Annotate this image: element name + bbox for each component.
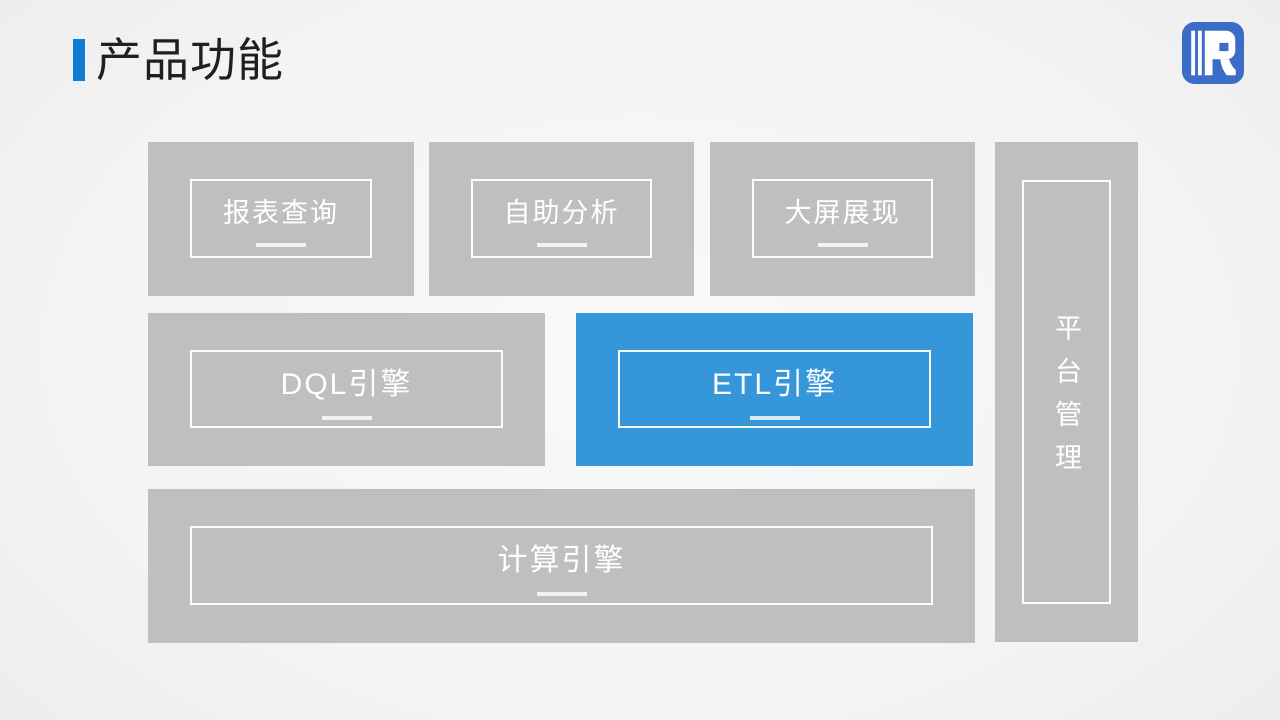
feature-box-frame: 自助分析 (471, 179, 652, 258)
feature-box-report-query: 报表查询 (148, 142, 414, 296)
feature-box-big-screen-display: 大屏展现 (710, 142, 975, 296)
feature-box-etl-engine-highlighted: ETL引擎 (576, 313, 973, 466)
feature-box-label: 平台管理 (1051, 314, 1081, 486)
label-underline (749, 415, 800, 420)
feature-box-frame: 平台管理 (1022, 180, 1111, 604)
feature-box-frame: 计算引擎 (190, 526, 933, 605)
label-underline (536, 242, 587, 247)
feature-box-frame: 报表查询 (190, 179, 372, 258)
feature-box-label: 大屏展现 (784, 197, 901, 228)
feature-box-label: 自助分析 (503, 197, 620, 228)
feature-box-frame: DQL引擎 (190, 350, 503, 428)
feature-box-compute-engine: 计算引擎 (148, 489, 975, 643)
feature-box-platform-management: 平台管理 (995, 142, 1138, 642)
feature-box-label: DQL引擎 (280, 367, 413, 401)
label-underline (321, 415, 372, 420)
label-underline (536, 592, 587, 596)
company-r-logo-icon (1182, 22, 1244, 84)
feature-box-label: 计算引擎 (497, 544, 626, 577)
feature-box-frame: ETL引擎 (618, 350, 931, 428)
label-underline (817, 242, 868, 247)
feature-box-self-service-analysis: 自助分析 (429, 142, 694, 296)
slide-header: 产品功能 (73, 34, 284, 86)
label-underline (256, 242, 306, 247)
feature-box-frame: 大屏展现 (752, 179, 933, 258)
feature-box-dql-engine: DQL引擎 (148, 313, 545, 466)
slide-title: 产品功能 (96, 34, 284, 86)
feature-box-label: 报表查询 (223, 197, 339, 228)
title-accent-bar (73, 39, 85, 81)
feature-box-label: ETL引擎 (711, 367, 838, 401)
